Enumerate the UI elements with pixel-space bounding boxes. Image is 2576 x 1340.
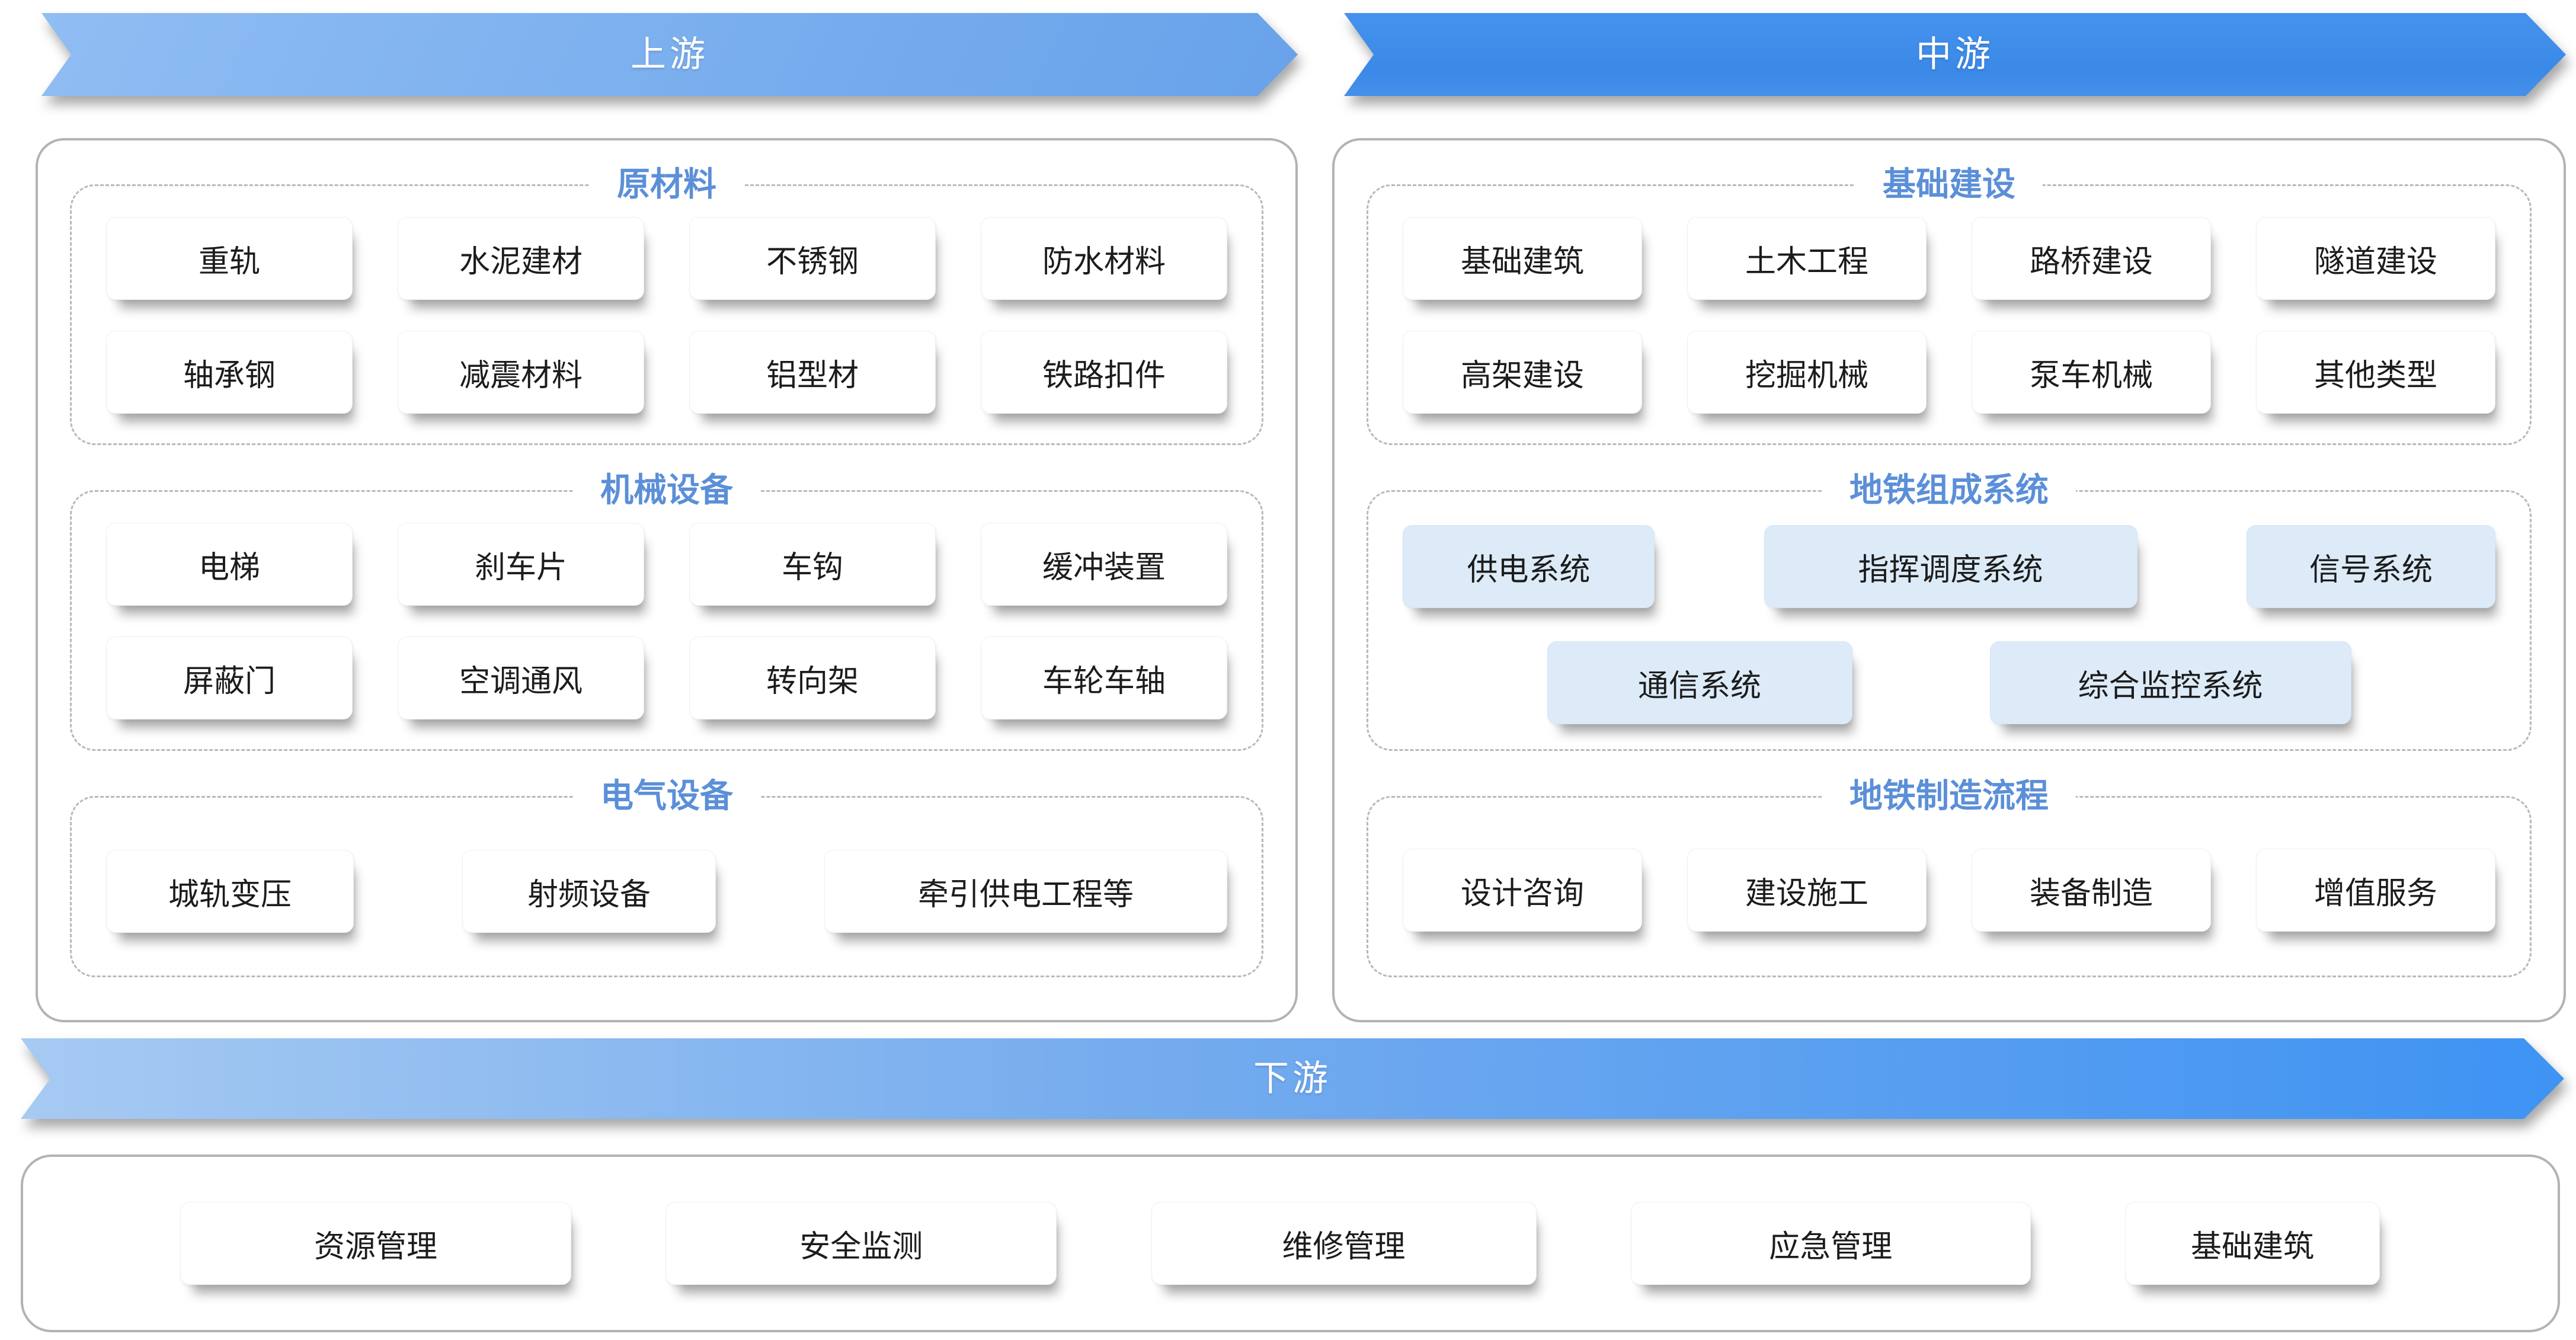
- section-title: 原材料: [590, 166, 744, 203]
- chain-node-card: 减震材料: [398, 331, 644, 414]
- chain-node-card: 防水材料: [981, 217, 1227, 300]
- chain-node-card: 车轮车轴: [981, 637, 1227, 719]
- chain-node-card: 城轨变压: [106, 850, 354, 933]
- section-title: 机械设备: [573, 472, 760, 509]
- chain-node-card: 车钩: [689, 523, 936, 606]
- chain-node-card: 重轨: [106, 217, 353, 300]
- midstream-banner: 中游: [1344, 13, 2566, 96]
- chain-node-card: 基础建筑: [2125, 1202, 2380, 1285]
- chain-node-card: 建设施工: [1687, 849, 1927, 932]
- chain-node-card: 轴承钢: [106, 331, 353, 414]
- chain-node-card: 牵引供电工程等: [824, 850, 1227, 933]
- chain-node-card: 增值服务: [2256, 849, 2495, 932]
- chain-node-card: 信号系统: [2247, 525, 2495, 608]
- section-mechanical-equipment: 机械设备 电梯 刹车片 车钩 缓冲装置 屏蔽门 空调通风 转向架 车轮车轴: [70, 472, 1263, 751]
- chain-node-card: 资源管理: [180, 1202, 571, 1285]
- chain-node-card: 屏蔽门: [106, 637, 353, 719]
- chain-node-card: 应急管理: [1630, 1202, 2031, 1285]
- downstream-panel: 资源管理 安全监测 维修管理 应急管理 基础建筑: [21, 1154, 2560, 1332]
- section-title: 地铁制造流程: [1822, 778, 2076, 814]
- chain-node-card: 基础建筑: [1403, 217, 1642, 300]
- chain-node-card: 刹车片: [398, 523, 644, 606]
- section-infrastructure: 基础建设 基础建筑 土木工程 路桥建设 隧道建设 高架建设 挖掘机械 泵车机械 …: [1367, 166, 2532, 445]
- chain-node-card: 通信系统: [1547, 641, 1852, 724]
- upstream-banner: 上游: [41, 13, 1298, 96]
- chain-node-card: 高架建设: [1403, 331, 1642, 414]
- section-manufacturing-process: 地铁制造流程 设计咨询 建设施工 装备制造 增值服务: [1367, 778, 2532, 977]
- chain-node-card: 转向架: [689, 637, 936, 719]
- section-electrical-equipment: 电气设备 城轨变压 射频设备 牵引供电工程等: [70, 778, 1263, 977]
- chain-node-card: 缓冲装置: [981, 523, 1227, 606]
- upstream-arrow-shape: [41, 13, 1298, 96]
- chain-node-card: 供电系统: [1403, 525, 1655, 608]
- chain-node-card: 路桥建设: [1972, 217, 2211, 300]
- chain-node-card: 安全监测: [665, 1202, 1057, 1285]
- chain-node-card: 射频设备: [462, 850, 716, 933]
- upstream-panel: 原材料 重轨 水泥建材 不锈钢 防水材料 轴承钢 减震材料 铝型材 铁路扣件 机…: [36, 138, 1298, 1022]
- chain-node-card: 综合监控系统: [1989, 641, 2351, 724]
- downstream-banner: 下游: [21, 1038, 2564, 1119]
- section-metro-systems: 地铁组成系统 供电系统 指挥调度系统 信号系统 通信系统 综合监控系统: [1367, 472, 2532, 751]
- chain-node-card: 维修管理: [1151, 1202, 1537, 1285]
- chain-node-card: 水泥建材: [398, 217, 644, 300]
- chain-node-card: 铝型材: [689, 331, 936, 414]
- section-title: 基础建设: [1855, 166, 2043, 203]
- chain-node-card: 其他类型: [2256, 331, 2495, 414]
- section-title: 地铁组成系统: [1822, 472, 2076, 509]
- chain-node-card: 不锈钢: [689, 217, 936, 300]
- midstream-panel: 基础建设 基础建筑 土木工程 路桥建设 隧道建设 高架建设 挖掘机械 泵车机械 …: [1332, 138, 2566, 1022]
- chain-node-card: 隧道建设: [2256, 217, 2495, 300]
- chain-node-card: 铁路扣件: [981, 331, 1227, 414]
- section-raw-materials: 原材料 重轨 水泥建材 不锈钢 防水材料 轴承钢 减震材料 铝型材 铁路扣件: [70, 166, 1263, 445]
- downstream-arrow-shape: [21, 1038, 2564, 1119]
- chain-node-card: 电梯: [106, 523, 353, 606]
- chain-node-card: 指挥调度系统: [1764, 525, 2137, 608]
- midstream-banner-label: 中游: [1916, 34, 1994, 74]
- midstream-arrow-shape: [1344, 13, 2566, 96]
- chain-node-card: 设计咨询: [1403, 849, 1642, 932]
- section-title: 电气设备: [573, 778, 760, 814]
- chain-node-card: 空调通风: [398, 637, 644, 719]
- upstream-banner-label: 上游: [631, 34, 709, 74]
- chain-node-card: 土木工程: [1687, 217, 1927, 300]
- chain-node-card: 泵车机械: [1972, 331, 2211, 414]
- chain-node-card: 挖掘机械: [1687, 331, 1927, 414]
- chain-node-card: 装备制造: [1972, 849, 2211, 932]
- downstream-banner-label: 下游: [1253, 1058, 1332, 1098]
